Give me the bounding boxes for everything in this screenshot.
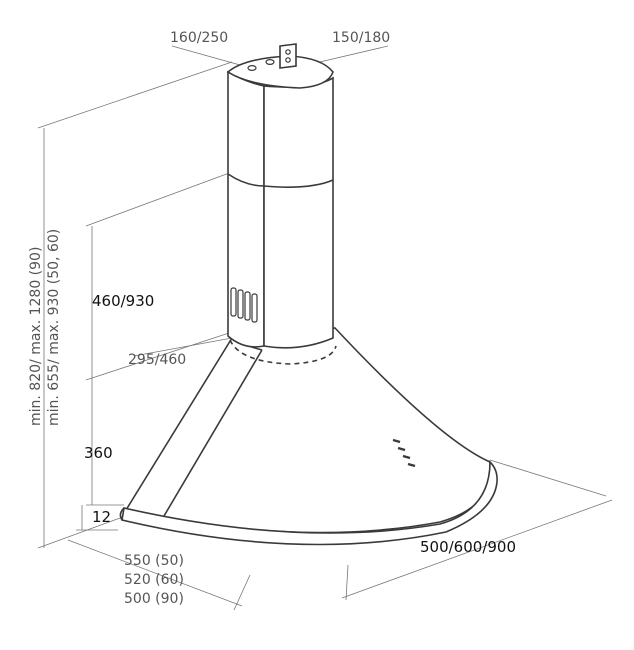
rim-band bbox=[121, 460, 498, 546]
label-outlet-diameter: 160/250 bbox=[170, 30, 228, 46]
chimney-front bbox=[227, 70, 265, 348]
label-depth-50: 550 (50) bbox=[124, 553, 184, 569]
vent-grille-icon bbox=[230, 287, 258, 323]
label-depth-60: 520 (60) bbox=[124, 572, 184, 588]
mounting-bracket bbox=[279, 43, 297, 69]
ext-chimney-bottom bbox=[85, 331, 233, 381]
screw-hole-icon bbox=[247, 64, 257, 71]
dimension-lines bbox=[37, 45, 613, 611]
label-hood-height: 360 bbox=[84, 444, 113, 462]
label-total-height-line1: min. 820/ max. 1280 (90) bbox=[28, 247, 44, 426]
screw-hole-icon bbox=[265, 58, 275, 65]
chimney-top-cap bbox=[226, 55, 334, 89]
leader-chimney-base bbox=[133, 337, 233, 357]
canopy-front-edge bbox=[163, 349, 263, 517]
ext-top bbox=[37, 61, 233, 129]
label-total-height-line2: min. 655/ max. 930 (50, 60) bbox=[46, 229, 62, 426]
control-buttons-icon bbox=[392, 438, 416, 468]
label-depth-90: 500 (90) bbox=[124, 591, 184, 607]
dim-width bbox=[341, 499, 613, 599]
dimension-labels: 160/250 150/180 460/930 295/460 360 12 5… bbox=[28, 30, 516, 607]
dim-depth bbox=[67, 539, 243, 607]
ext-width-start bbox=[345, 564, 349, 601]
chimney-joint bbox=[227, 173, 334, 188]
bracket-hole-icon bbox=[285, 49, 291, 55]
ext-bottom bbox=[37, 517, 121, 549]
chimney-base-ring bbox=[229, 339, 337, 365]
chimney-side bbox=[263, 76, 334, 349]
rim-end-cap bbox=[119, 507, 125, 521]
ext-chimney-top bbox=[85, 171, 233, 227]
ext-width-end bbox=[489, 459, 607, 497]
label-rim-height: 12 bbox=[92, 508, 111, 526]
label-chimney-base: 295/460 bbox=[128, 352, 186, 368]
label-chimney-height: 460/930 bbox=[92, 292, 154, 310]
hood-body bbox=[119, 43, 498, 546]
ext-depth-end bbox=[233, 574, 251, 611]
label-outlet-depth: 150/180 bbox=[332, 30, 390, 46]
bracket-hole-icon bbox=[285, 57, 291, 63]
label-width: 500/600/900 bbox=[420, 538, 516, 556]
